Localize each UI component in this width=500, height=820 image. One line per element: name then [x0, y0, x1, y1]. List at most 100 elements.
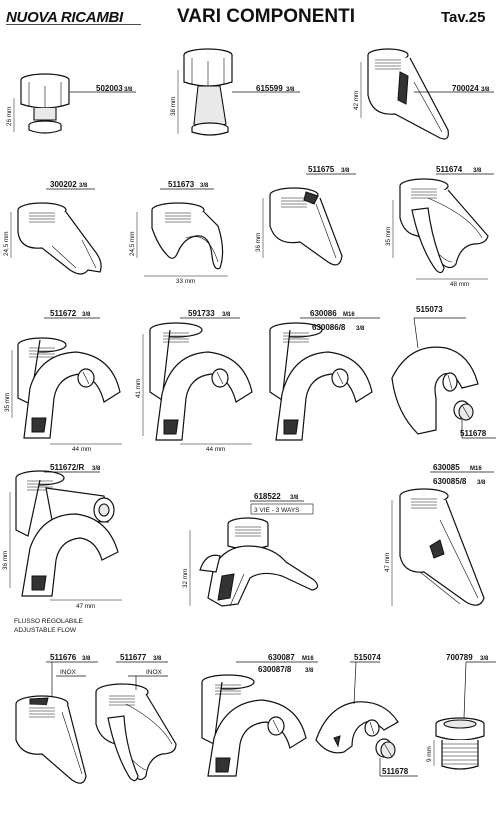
dimension-label: 47 mm	[384, 553, 391, 572]
dimension-label: 32 mm	[182, 569, 189, 588]
part-drawing	[269, 322, 373, 441]
dimension-label: 33 mm	[176, 278, 195, 285]
part-615599: 615599 3/8 38 mm	[170, 48, 300, 136]
part-code-alt: 511678	[382, 767, 409, 776]
part-511674: 511674 3/8 35 mm 48 mm	[385, 165, 494, 288]
part-code: 615599	[256, 84, 283, 93]
part-drawing	[17, 202, 102, 275]
part-code: 502003	[96, 84, 123, 93]
part-code: 630085	[433, 463, 460, 472]
dimension-label: 24,5 mm	[3, 232, 10, 257]
part-700024: 700024 3/8 42 mm	[353, 48, 494, 140]
part-511677: 511677 3/8 INOX	[95, 653, 177, 782]
part-size: 3/8	[153, 656, 162, 662]
part-size: 3/8	[286, 87, 295, 93]
part-511672-r: 511672/R 3/8 36 mm 47 mm FLUSSO REGOLABI…	[2, 463, 122, 634]
brand-logo: NUOVA RICAMBI	[6, 9, 124, 26]
part-drawing	[15, 695, 87, 784]
part-drawing	[391, 346, 479, 435]
part-drawing	[435, 717, 485, 770]
material-note: INOX	[146, 669, 163, 676]
dimension-label: 44 mm	[206, 446, 225, 453]
dimension-label: 9 mm	[426, 746, 433, 762]
dimension-label: 35 mm	[4, 393, 11, 412]
leader-line	[413, 317, 419, 349]
part-511675: 511675 3/8 36 mm	[255, 165, 356, 266]
part-drawing	[151, 202, 224, 270]
part-591733: 591733 3/8 41 mm 44 mm	[135, 309, 253, 453]
part-size: M16	[470, 466, 482, 472]
dimension-label: 36 mm	[255, 233, 262, 252]
part-511673: 511673 3/8 24,5 mm 33 mm	[129, 180, 228, 285]
part-drawing	[399, 488, 485, 606]
material-note: INOX	[60, 669, 77, 676]
part-size-alt: 3/8	[477, 480, 486, 486]
part-630086: 630086 M16 630086/8 3/8	[269, 309, 380, 441]
part-code: 511674	[436, 165, 463, 174]
part-drawing	[269, 187, 343, 266]
part-size: 3/8	[124, 87, 133, 93]
part-515074: 515074 511678	[315, 653, 418, 777]
dimension-label: 41 mm	[135, 379, 142, 398]
part-code: 618522	[254, 492, 281, 501]
part-drawing	[20, 73, 70, 134]
part-size: 3/8	[480, 656, 489, 662]
part-code: 630087	[268, 653, 295, 662]
part-630087: 630087 M16 630087/8 3/8	[201, 653, 318, 777]
plate-number: Tav.25	[441, 9, 485, 26]
part-drawing	[95, 683, 177, 782]
dimension-label: 47 mm	[76, 603, 95, 610]
product-note: ADJUSTABLE FLOW	[14, 627, 77, 634]
dimension-label: 26 mm	[6, 107, 13, 126]
part-drawing	[15, 470, 119, 597]
dimension-label: 36 mm	[2, 551, 9, 570]
part-size: 3/8	[79, 183, 88, 189]
part-size-alt: 3/8	[356, 326, 365, 332]
part-size: 3/8	[473, 168, 482, 174]
part-code: 511672/R	[50, 463, 84, 472]
dimension-label: 44 mm	[72, 446, 91, 453]
dimension-label: 42 mm	[353, 91, 360, 110]
part-size: 3/8	[82, 656, 91, 662]
part-code: 700024	[452, 84, 479, 93]
part-code: 511675	[308, 165, 335, 174]
part-code: 630086	[310, 309, 337, 318]
part-code-alt: 630086/8	[312, 323, 346, 332]
note-box	[250, 503, 314, 515]
part-code: 515073	[416, 305, 443, 314]
dimension-label: 35 mm	[385, 227, 392, 246]
part-drawing	[199, 517, 319, 607]
part-size: M16	[302, 656, 314, 662]
part-size: 3/8	[290, 495, 299, 501]
part-511672: 511672 3/8 35 mm 44 mm	[4, 309, 122, 453]
product-note: FLUSSO REGOLABILE	[14, 618, 84, 625]
part-code-alt: 630085/8	[433, 477, 467, 486]
part-700789: 700789 3/8 9 mm	[426, 653, 496, 770]
part-size: 3/8	[92, 466, 101, 472]
page-title: VARI COMPONENTI	[177, 6, 355, 27]
header: NUOVA RICAMBI VARI COMPONENTI Tav.25	[6, 6, 485, 27]
part-size: 3/8	[200, 183, 209, 189]
dimension-label: 38 mm	[170, 97, 177, 116]
part-code: 511673	[168, 180, 195, 189]
part-code: 511677	[120, 653, 147, 662]
part-size-alt: 3/8	[305, 668, 314, 674]
part-code-alt: 630087/8	[258, 665, 292, 674]
part-630085: 630085 M16 630085/8 3/8 47 mm	[384, 463, 494, 606]
part-code-alt: 511678	[460, 429, 487, 438]
part-502003: 502003 3/8 26 mm	[6, 73, 136, 134]
part-drawing	[367, 48, 449, 140]
part-size: 3/8	[222, 312, 231, 318]
part-618522: 618522 3/8 3 VIE - 3 WAYS 32 mm	[182, 492, 319, 607]
part-code: 511676	[50, 653, 77, 662]
part-drawing	[183, 48, 233, 136]
part-size: M16	[343, 312, 355, 318]
dimension-label: 24,5 mm	[129, 232, 136, 257]
part-size: 3/8	[481, 87, 490, 93]
part-drawing	[399, 178, 489, 274]
part-drawing	[149, 322, 253, 441]
part-drawing	[315, 701, 399, 759]
part-code: 591733	[188, 309, 215, 318]
part-drawing	[201, 674, 307, 777]
